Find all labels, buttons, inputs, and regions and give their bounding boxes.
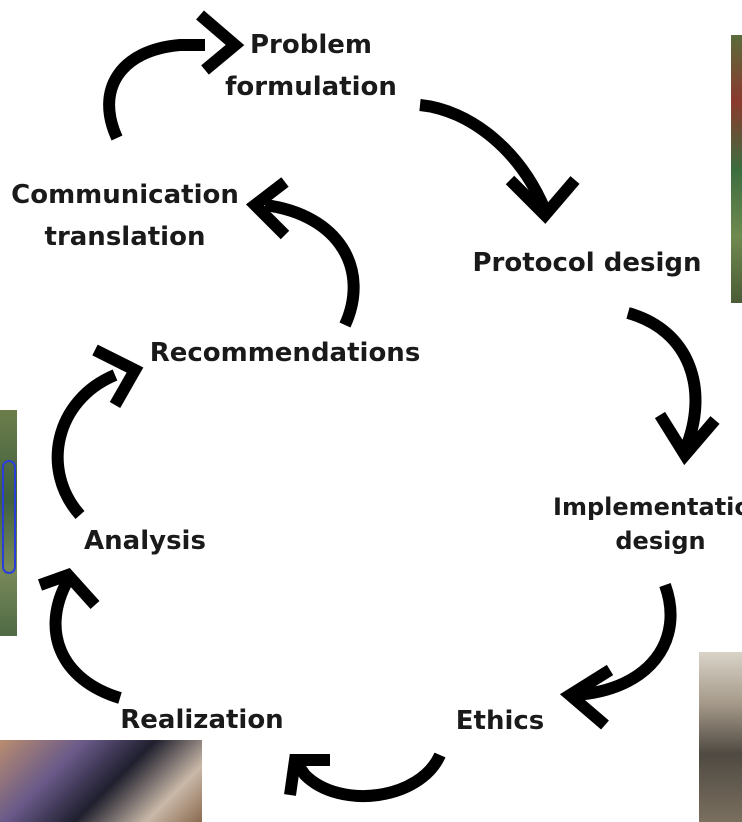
- map-boundary-line: [2, 460, 16, 574]
- step-realization: Realization: [112, 699, 292, 741]
- arrow-communication-to-problem: [103, 10, 245, 141]
- arrow-recommendations-to-communication: [245, 177, 360, 328]
- step-line: translation: [44, 222, 206, 252]
- arrow-realization-to-analysis: [37, 567, 122, 704]
- arrow-problem-to-protocol: [419, 99, 580, 224]
- step-line: Recommendations: [149, 338, 421, 368]
- photo-bottom-right: [699, 652, 742, 822]
- step-line: design: [615, 527, 706, 555]
- photo-left-satellite: [0, 410, 17, 636]
- step-analysis: Analysis: [75, 520, 215, 562]
- photo-bottom-left: [0, 740, 202, 822]
- photo-top-right: [731, 35, 742, 303]
- step-problem-formulation: Problem formulation: [211, 24, 411, 108]
- step-line: Realization: [120, 705, 284, 735]
- step-communication-translation: Communication translation: [0, 174, 250, 258]
- step-line: Implementation: [553, 493, 742, 521]
- arrow-ethics-to-realization: [284, 752, 446, 802]
- step-recommendations: Recommendations: [140, 332, 430, 374]
- arrow-protocol-to-implementation: [626, 307, 720, 466]
- step-protocol-design: Protocol design: [462, 242, 712, 284]
- step-line: Analysis: [84, 526, 206, 556]
- step-line: Communication: [11, 180, 239, 210]
- arrow-implementation-to-ethics: [559, 582, 677, 730]
- step-line: Problem: [250, 30, 372, 60]
- step-line: Protocol design: [472, 248, 702, 278]
- step-line: formulation: [225, 72, 397, 102]
- step-implementation-design: Implementation design: [538, 490, 742, 558]
- arrow-analysis-to-recommendations: [51, 344, 144, 519]
- step-line: Ethics: [455, 706, 545, 736]
- step-ethics: Ethics: [440, 700, 560, 742]
